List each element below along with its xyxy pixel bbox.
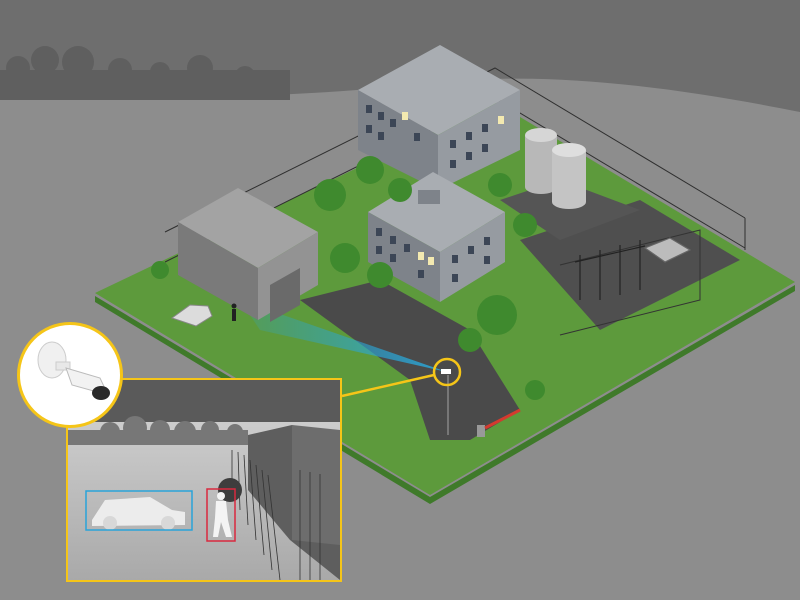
car-detection-box [85,490,193,531]
walking-person [231,303,237,321]
parking-lot [500,180,640,240]
office-building-back [358,45,520,190]
distant-treeline [0,46,290,100]
gate-barrier [477,408,521,437]
callout-connector [341,373,435,398]
security-camera-icon[interactable] [432,357,462,387]
office-building-front [368,172,505,302]
person-detection-box [206,488,236,542]
parked-car [170,304,213,327]
trees [151,156,545,400]
camera-view-inset [66,378,342,582]
camera-field-of-view [240,300,447,372]
warehouse-building [178,188,318,322]
inset-person [213,492,232,537]
inset-treeline [68,416,248,445]
electrical-substation [574,237,692,300]
camera-product-badge [17,322,123,428]
inset-car [92,497,185,530]
inset-fence [231,450,321,580]
storage-tanks [525,128,586,209]
